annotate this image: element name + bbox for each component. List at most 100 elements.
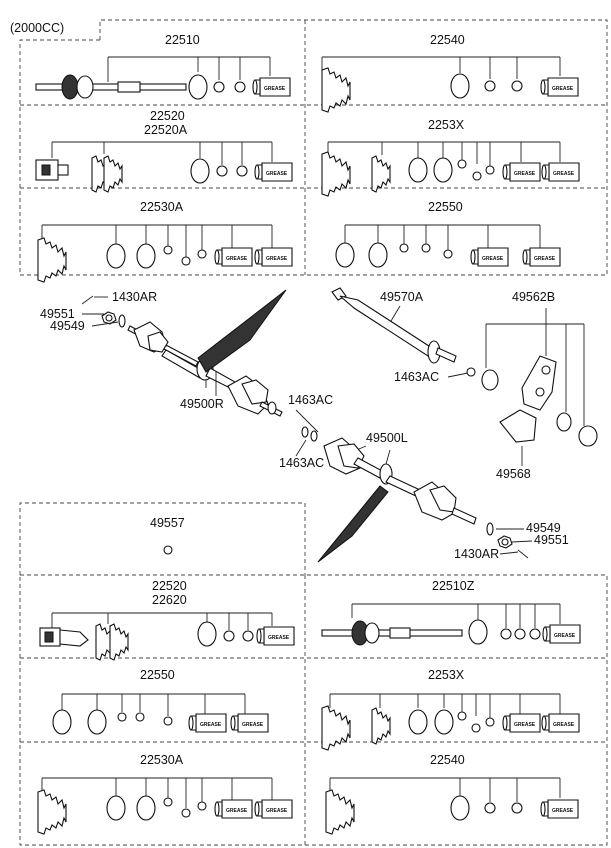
svg-text:GREASE: GREASE xyxy=(514,171,536,177)
grease-icon: GREASE xyxy=(188,713,227,733)
circlip-icon xyxy=(223,630,235,642)
kit-22540-bottom: 22540 GREASE xyxy=(325,753,579,835)
shaft-wedge-icon xyxy=(197,289,287,373)
circlip-icon xyxy=(484,802,496,814)
bracket-kit-label: 49562B xyxy=(512,290,555,304)
kit-code: 22550 xyxy=(428,200,463,214)
clip-icon xyxy=(310,430,318,442)
bracket-label: 49568 xyxy=(496,467,531,481)
svg-text:GREASE: GREASE xyxy=(242,722,264,728)
kit-code: 22540 xyxy=(430,753,465,767)
circlip-icon xyxy=(197,249,207,259)
washer-icon xyxy=(486,522,494,536)
kit-code: 49557 xyxy=(150,516,185,530)
circlip-icon xyxy=(471,723,481,733)
kit-22530A-bottom: 22530A GREASE GREASE xyxy=(37,753,293,835)
kit-code: 22520 xyxy=(152,579,187,593)
boot-icon xyxy=(321,705,351,751)
clamp-ring-icon xyxy=(434,709,454,735)
grease-icon: GREASE xyxy=(502,162,541,182)
clip-group: 1463AC 1463AC xyxy=(279,393,333,470)
nut-bottom-label: 49551 xyxy=(534,533,569,547)
kit-code-alt: 22520A xyxy=(144,123,188,137)
bracket-assembly: 49562B 49568 xyxy=(485,290,598,481)
clip-icon xyxy=(301,426,309,438)
nut-icon xyxy=(497,535,513,549)
shaft-left-label: 49500L xyxy=(366,431,408,445)
bearing-icon xyxy=(481,369,499,391)
kit-code-alt: 22620 xyxy=(152,593,187,607)
circlip-icon xyxy=(457,159,467,169)
outer-cv-joint-icon xyxy=(413,481,457,521)
circlip-icon xyxy=(234,81,246,93)
svg-text:GREASE: GREASE xyxy=(552,808,574,814)
kit-22510Z: 22510Z GREASE xyxy=(321,579,581,646)
svg-text:GREASE: GREASE xyxy=(266,256,288,262)
kit-code: 2253X xyxy=(428,668,465,682)
nut-top-label: 49551 xyxy=(40,307,75,321)
circlip-icon xyxy=(163,797,173,807)
inner-joint-icon xyxy=(35,159,69,181)
clamp-ring-icon xyxy=(433,157,453,183)
bearing-icon xyxy=(556,412,572,432)
left-driveshaft: 49500L 49549 49551 1430AR xyxy=(317,431,569,563)
grease-icon: GREASE xyxy=(540,77,579,97)
grease-icon: GREASE xyxy=(252,77,291,97)
grease-icon: GREASE xyxy=(541,162,580,182)
kit-code: 22550 xyxy=(140,668,175,682)
pin-bottom-label: 1430AR xyxy=(454,547,499,561)
svg-text:GREASE: GREASE xyxy=(200,722,222,728)
boot-icon xyxy=(321,151,351,197)
kit-49557: 49557 xyxy=(19,502,306,575)
clamp-ring-icon xyxy=(136,795,156,821)
clamp-ring-icon xyxy=(188,74,208,100)
grease-icon: GREASE xyxy=(254,247,293,267)
kit-22520-22620: 22520 22620 GREASE xyxy=(39,579,295,661)
clamp-ring-icon xyxy=(450,73,470,99)
kit-22530A: 22530A GREASE GREASE xyxy=(37,200,293,283)
circlip-icon xyxy=(181,808,191,818)
clamp-ring-icon xyxy=(368,242,388,268)
svg-text:GREASE: GREASE xyxy=(266,171,288,177)
svg-text:GREASE: GREASE xyxy=(482,256,504,262)
svg-text:GREASE: GREASE xyxy=(514,722,536,728)
kit-22540: 22540 GREASE xyxy=(321,33,579,113)
clamp-ring-icon xyxy=(106,243,126,269)
kit-22550-bottom: 22550 GREASE GREASE xyxy=(52,668,269,735)
shaft-right-label: 49500R xyxy=(180,397,224,411)
circlip-icon xyxy=(242,630,254,642)
grease-icon: GREASE xyxy=(522,247,561,267)
svg-text:GREASE: GREASE xyxy=(268,635,290,641)
right-driveshaft: 1430AR 49551 49549 49500R xyxy=(40,289,287,417)
svg-text:GREASE: GREASE xyxy=(553,722,575,728)
svg-text:GREASE: GREASE xyxy=(553,171,575,177)
bearing-icon xyxy=(578,425,598,447)
kit-code: 22510 xyxy=(165,33,200,47)
circlip-icon xyxy=(484,80,496,92)
outer-cv-joint-icon xyxy=(133,321,169,353)
kit-2253X-bottom: 2253X GREASE GREASE xyxy=(321,668,580,751)
kit-code: 22530A xyxy=(140,200,184,214)
inner-joint-icon xyxy=(39,627,89,647)
clamp-ring-icon xyxy=(190,158,210,184)
circlip-icon xyxy=(443,249,453,259)
circlip-icon xyxy=(511,80,523,92)
circlip-icon xyxy=(181,256,191,266)
inner-joint-icon xyxy=(323,437,365,475)
circlip-icon xyxy=(472,171,482,181)
clamp-ring-icon xyxy=(408,157,428,183)
boot-icon xyxy=(103,155,123,193)
circlip-icon xyxy=(399,243,409,253)
boot-icon xyxy=(325,789,355,835)
clamp-ring-icon xyxy=(52,709,72,735)
clip-icon xyxy=(466,367,476,377)
outer-shaft-icon xyxy=(321,620,463,646)
circlip-icon xyxy=(500,628,512,640)
grease-icon: GREASE xyxy=(214,247,253,267)
inner-cv-joint-icon xyxy=(227,375,269,415)
grease-icon: GREASE xyxy=(542,624,581,644)
clip-lower-label: 1463AC xyxy=(279,456,324,470)
boot-icon xyxy=(371,707,391,745)
inter-shaft-label: 49570A xyxy=(380,290,424,304)
